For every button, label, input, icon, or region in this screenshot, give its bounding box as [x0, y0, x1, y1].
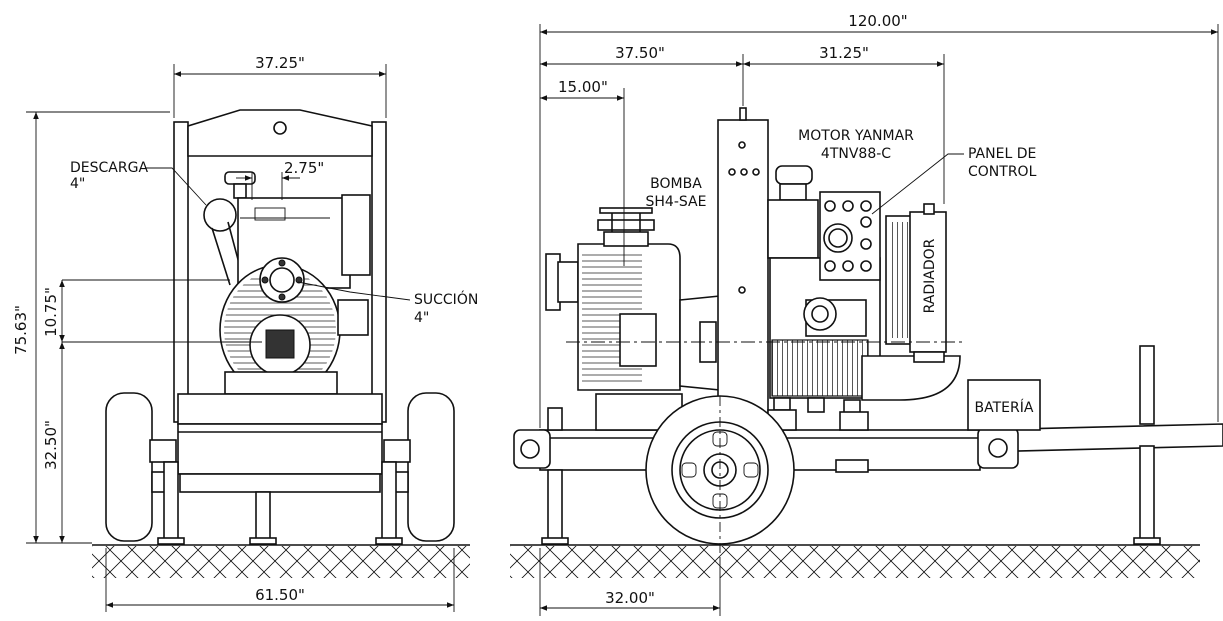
suction-label: SUCCIÓN	[414, 290, 478, 308]
radiator-label: RADIADOR	[922, 238, 938, 313]
pump-label-line2: SH4-SAE	[646, 194, 707, 210]
ground-front	[92, 544, 470, 578]
front-dim-width-top: 37.25"	[173, 54, 387, 118]
ground-side	[510, 544, 1200, 578]
side-dim-pump-offset: 15.00"	[540, 78, 625, 266]
side-dim-engine-span: 31.25"	[743, 44, 945, 204]
front-discharge-offset-label: 2.75"	[284, 159, 324, 177]
front-dim-discharge-offset: 2.75"	[236, 159, 324, 200]
pump-label-line1: BOMBA	[650, 176, 702, 192]
motor-label-line1: MOTOR YANMAR	[798, 128, 914, 144]
side-total-length-label: 120.00"	[848, 12, 907, 30]
front-view	[62, 109, 455, 545]
side-dim-to-frame: 37.50"	[540, 44, 744, 106]
front-dim-track-width: 61.50"	[105, 548, 455, 612]
front-dim-suction-height: 10.75"	[42, 280, 65, 342]
front-width-top-label: 37.25"	[255, 54, 305, 72]
front-total-height-label: 75.63"	[12, 305, 30, 355]
side-dim-wheel-offset: 32.00"	[539, 548, 721, 616]
side-dim-total-length: 120.00"	[539, 12, 1219, 428]
front-dim-axle-height: 32.50"	[42, 342, 65, 543]
motor-callout: MOTOR YANMAR 4TNV88-C	[798, 128, 914, 162]
front-track-width-label: 61.50"	[255, 586, 305, 604]
suction-size-label: 4"	[414, 310, 429, 326]
panel-label-line1: PANEL DE	[968, 146, 1036, 162]
side-engine-span-label: 31.25"	[819, 44, 869, 62]
motor-label-line2: 4TNV88-C	[821, 146, 891, 162]
side-view: BATERÍA	[513, 107, 1223, 560]
battery-label: BATERÍA	[975, 399, 1034, 416]
front-dim-total-height: 75.63"	[12, 111, 170, 544]
suction-callout: SUCCIÓN 4"	[297, 281, 478, 326]
panel-callout: PANEL DE CONTROL	[871, 146, 1037, 215]
front-suction-height-label: 10.75"	[42, 287, 60, 337]
panel-label-line2: CONTROL	[968, 164, 1037, 180]
side-pump-offset-label: 15.00"	[558, 78, 608, 96]
side-to-frame-label: 37.50"	[615, 44, 665, 62]
discharge-size-label: 4"	[70, 176, 85, 192]
front-axle-height-label: 32.50"	[42, 420, 60, 470]
discharge-callout: DESCARGA 4"	[70, 160, 207, 206]
side-wheel-offset-label: 32.00"	[605, 589, 655, 607]
pump-callout: BOMBA SH4-SAE	[646, 176, 707, 210]
discharge-label: DESCARGA	[70, 160, 148, 176]
